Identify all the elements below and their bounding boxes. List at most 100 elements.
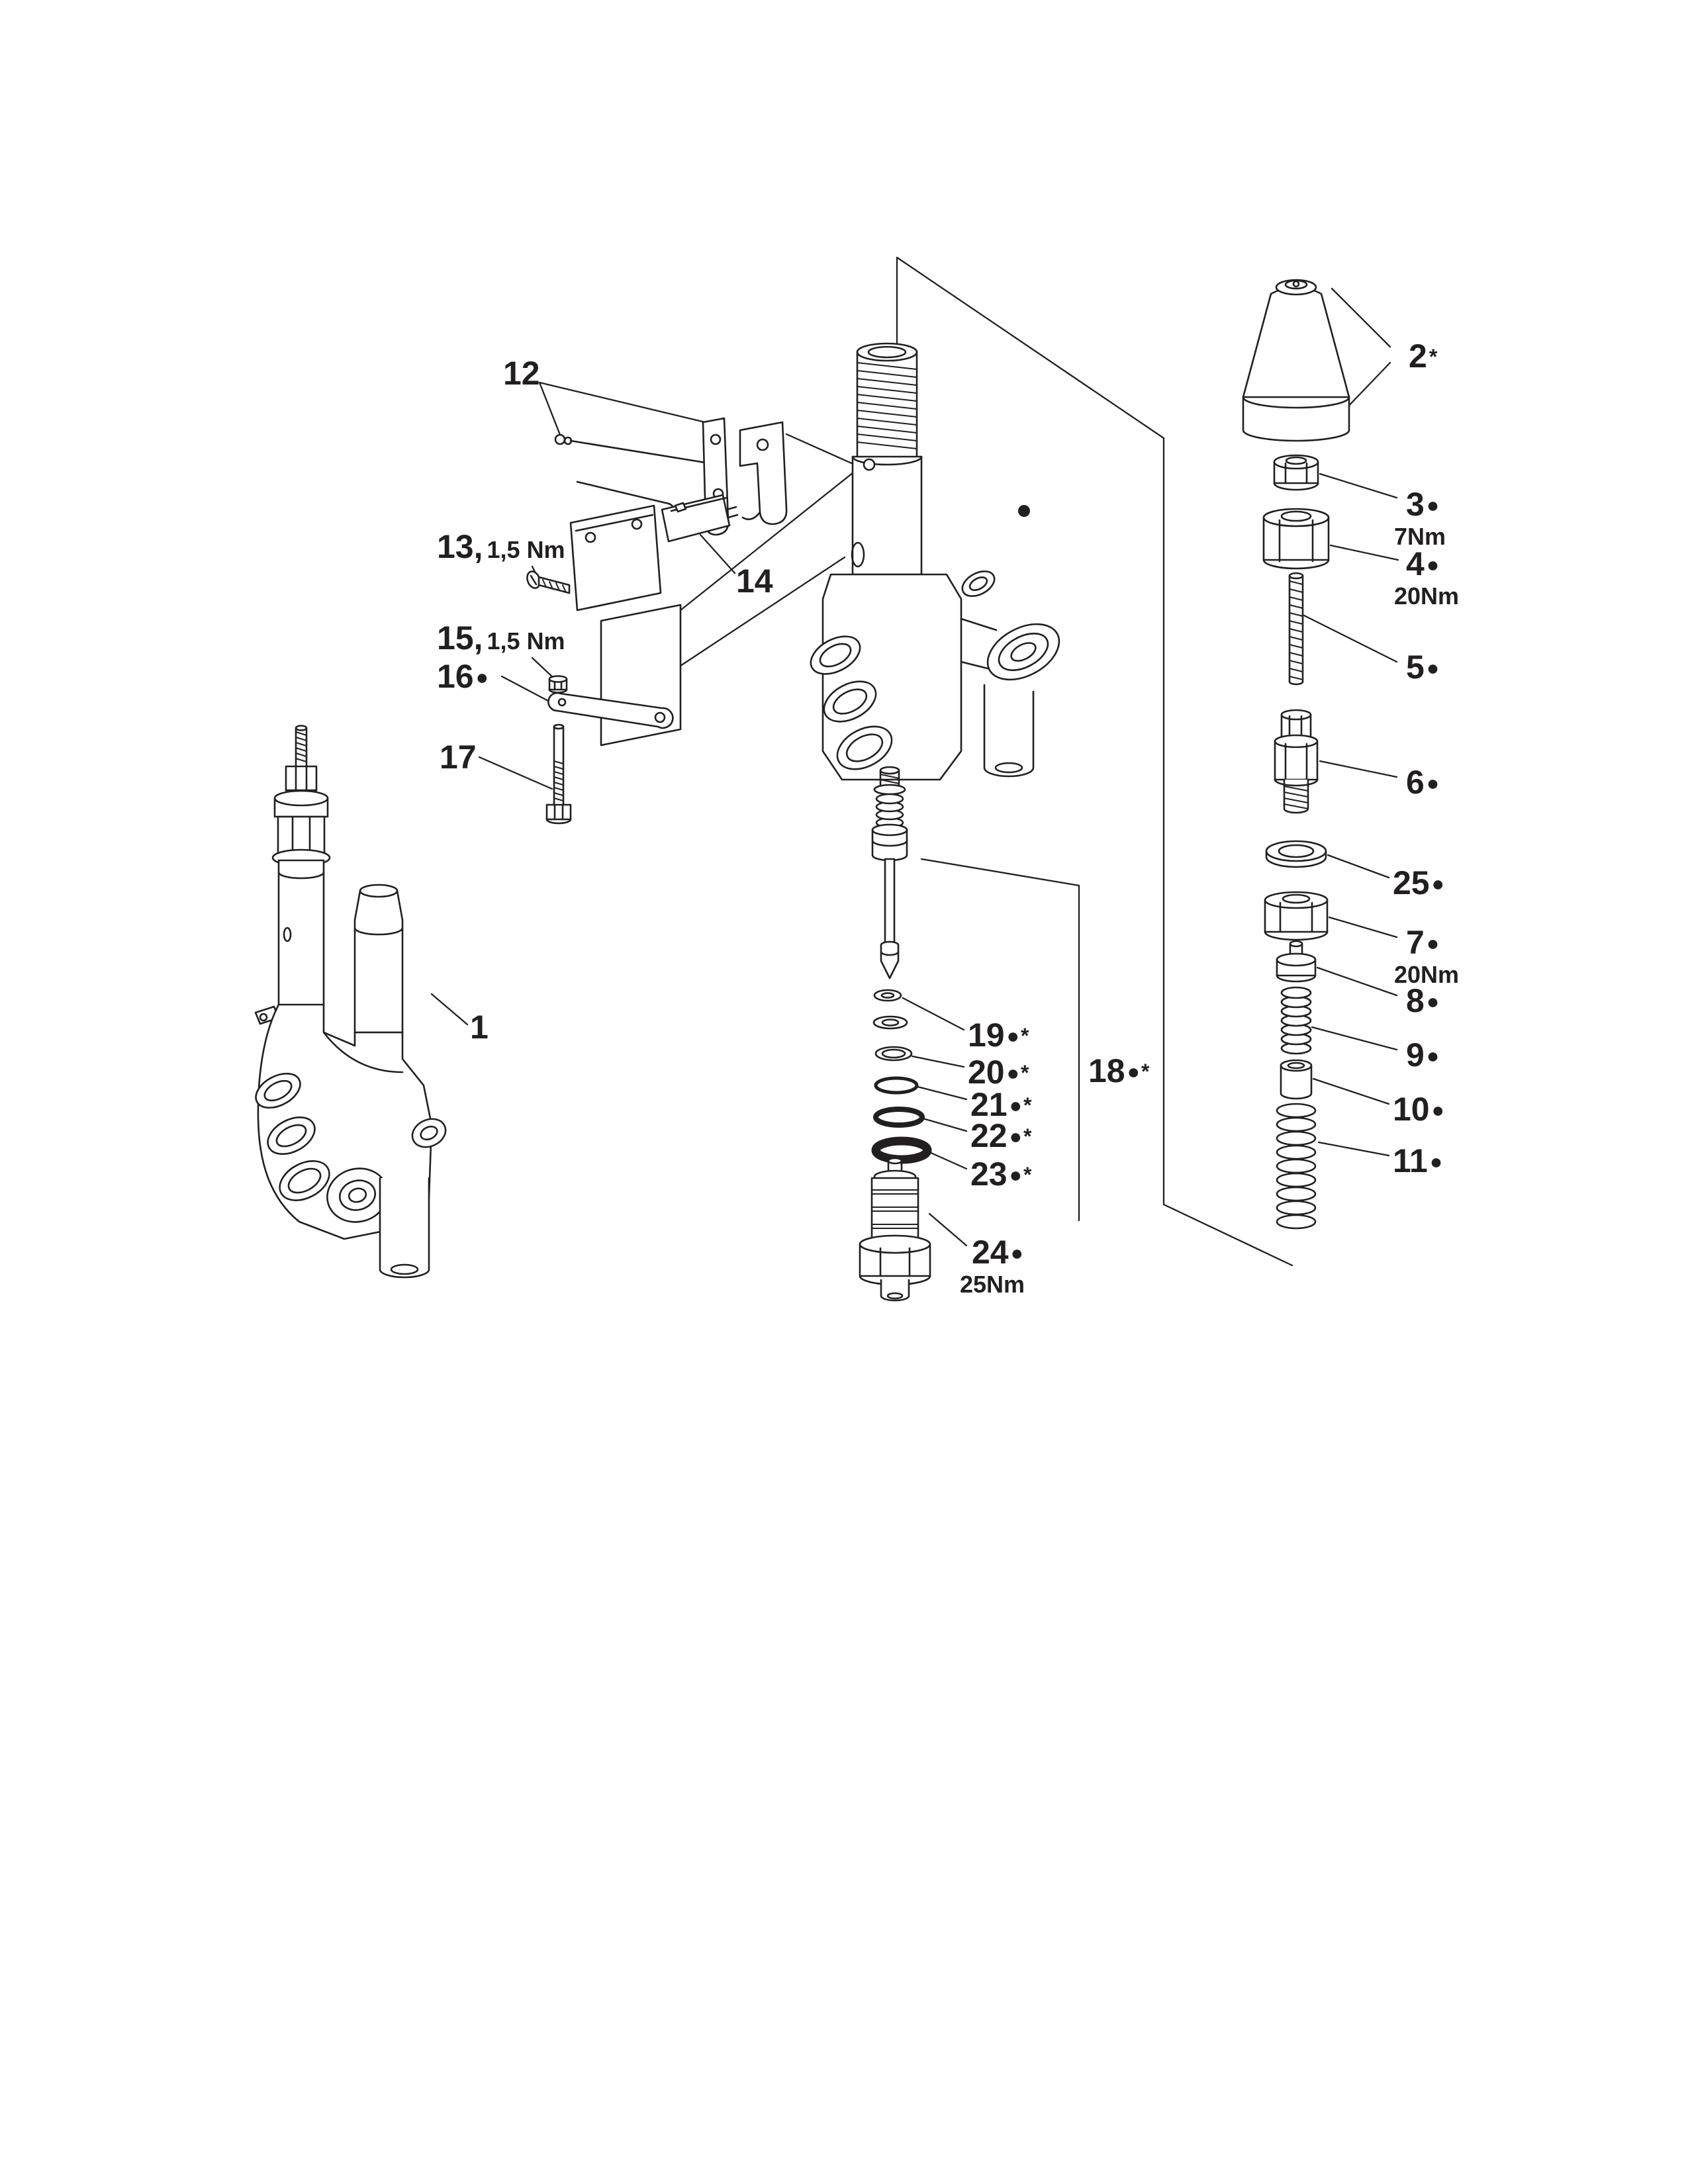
- bracket-plate-2: [739, 421, 788, 525]
- callout-18: 18●*: [1088, 1054, 1150, 1088]
- callout-number: 12: [503, 355, 542, 392]
- callout-label: 25: [1393, 864, 1430, 901]
- callout-label: 17: [440, 739, 477, 776]
- o-ring-22: [873, 1107, 925, 1128]
- callout-3: 3●7Nm: [1394, 486, 1446, 549]
- callout-25: 25●: [1393, 866, 1446, 900]
- callout-number: 2*: [1409, 338, 1438, 375]
- assembled-valve-unit: [254, 725, 447, 1279]
- knob-skirt: [1242, 396, 1350, 442]
- callout-number: 3●: [1406, 486, 1440, 523]
- callout-marker: ●: [1010, 1241, 1025, 1265]
- callout-label: 2: [1409, 338, 1427, 375]
- callout-label: 16: [437, 658, 474, 695]
- callout-8: 8●: [1406, 983, 1440, 1018]
- thread-hatch: [295, 731, 307, 762]
- callout-label: 4: [1406, 545, 1425, 582]
- callout-label: 8: [1406, 982, 1425, 1019]
- callout-label: 11: [1393, 1142, 1428, 1179]
- callout-number: 19●*: [968, 1017, 1030, 1054]
- callout-13: 13,1,5 Nm: [437, 529, 565, 564]
- callout-number: 7●: [1406, 924, 1440, 961]
- torque-note: 20Nm: [1394, 582, 1460, 610]
- callout-label: 9: [1406, 1036, 1425, 1073]
- callout-label: 13,: [437, 528, 483, 565]
- main-valve-body: [810, 342, 1060, 781]
- callout-marker: ●*: [1009, 1163, 1033, 1187]
- torque-note: 1,5 Nm: [487, 627, 565, 655]
- callout-label: 20: [968, 1054, 1005, 1091]
- callout-marker: ●: [1426, 493, 1441, 517]
- switch-rod-2: [576, 480, 667, 504]
- callout-number: 6●: [1406, 764, 1440, 801]
- spring-11: [1276, 1103, 1317, 1230]
- callout-marker: ●*: [1006, 1061, 1031, 1085]
- callout-label: 5: [1406, 649, 1425, 686]
- switch-rod: [569, 439, 711, 465]
- port-flange: [986, 623, 1060, 681]
- callout-number: 22●*: [970, 1117, 1033, 1154]
- callout-label: 1: [470, 1009, 489, 1046]
- callout-21: 21●*: [970, 1087, 1033, 1122]
- callout-label: 14: [736, 563, 773, 600]
- spring-9: [1280, 986, 1312, 1055]
- callout-number: 21●*: [970, 1086, 1033, 1123]
- callout-number: 15,: [437, 621, 485, 655]
- callout-6: 6●: [1406, 765, 1440, 799]
- callout-15: 15,1,5 Nm: [437, 621, 565, 655]
- torque-note: 25Nm: [960, 1271, 1025, 1298]
- callout-number: 5●: [1406, 649, 1440, 686]
- callout-number: 23●*: [970, 1156, 1033, 1193]
- torque-note: 20Nm: [1394, 961, 1460, 988]
- callout-marker: ●*: [1009, 1093, 1033, 1117]
- reference-dot: [1018, 505, 1030, 517]
- callout-marker: ●: [1426, 989, 1441, 1013]
- callout-label: 23: [970, 1156, 1008, 1193]
- microswitch-assembly: [526, 417, 788, 825]
- callout-9: 9●: [1406, 1038, 1440, 1072]
- callout-22: 22●*: [970, 1118, 1033, 1153]
- callout-marker: ●: [475, 665, 490, 689]
- callout-1: 1: [470, 1010, 491, 1044]
- callout-marker: ●: [1426, 656, 1441, 680]
- leader-lines: [430, 256, 1399, 1267]
- callout-label: 24: [972, 1234, 1009, 1271]
- o-ring-21: [874, 1076, 919, 1095]
- callout-14: 14: [736, 564, 775, 598]
- callout-marker: ●*: [1009, 1124, 1033, 1148]
- threaded-rod-5: [1288, 572, 1304, 580]
- callout-marker: ●: [1431, 872, 1446, 895]
- wire-coil: [554, 433, 566, 445]
- callout-5: 5●: [1406, 650, 1440, 684]
- callout-4: 4● 20Nm: [1394, 545, 1459, 608]
- callout-number: 14: [736, 563, 775, 600]
- callout-label: 18: [1088, 1052, 1125, 1089]
- spindle-stem: [884, 858, 896, 944]
- spindle-and-seals: [859, 766, 932, 1302]
- callout-label: 7: [1406, 924, 1425, 961]
- callout-number: 20●*: [968, 1054, 1030, 1091]
- switch-lever: [547, 692, 674, 729]
- callout-label: 22: [970, 1117, 1008, 1154]
- callout-label: 21: [970, 1086, 1008, 1123]
- callout-label: 15,: [437, 619, 483, 657]
- callout-marker: ●: [1426, 771, 1441, 795]
- callout-17: 17: [440, 740, 479, 774]
- callout-number: 10●: [1393, 1091, 1446, 1128]
- callout-11: 11●: [1393, 1144, 1444, 1178]
- callout-23: 23●*: [970, 1157, 1033, 1191]
- callout-7: 7●20Nm: [1394, 924, 1459, 987]
- thread-hatch: [857, 362, 917, 449]
- callout-marker: ●: [1426, 553, 1441, 576]
- callout-number: 25●: [1393, 864, 1446, 901]
- callout-number: 24●: [972, 1234, 1025, 1271]
- callout-label: 6: [1406, 764, 1425, 801]
- callout-marker: ●: [1426, 1044, 1441, 1068]
- callout-label: 12: [503, 355, 540, 392]
- callout-19: 19●*: [968, 1018, 1030, 1052]
- callout-marker: *: [1429, 345, 1439, 369]
- callout-number: 8●: [1406, 982, 1440, 1019]
- callout-marker: ●: [1431, 1098, 1446, 1122]
